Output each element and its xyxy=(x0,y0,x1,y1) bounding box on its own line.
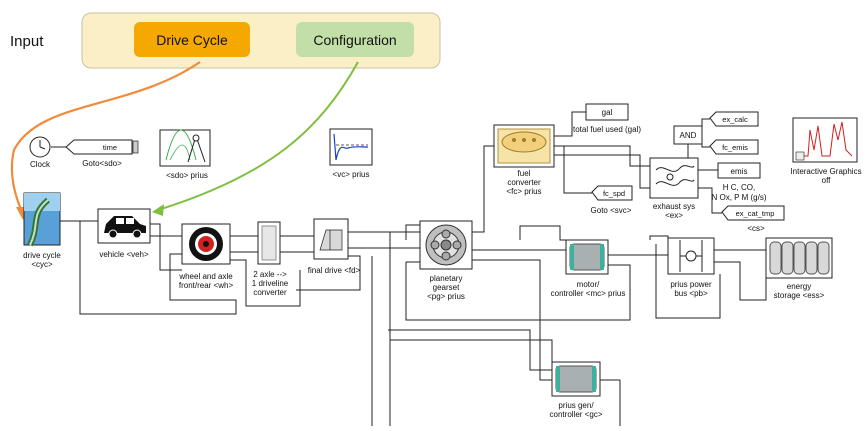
drive-cycle-arrow xyxy=(10,61,201,213)
sdo-scope-block[interactable] xyxy=(159,129,211,167)
goto-time-tag: time xyxy=(103,143,117,152)
wheel-label-2: front/rear <wh> xyxy=(179,281,234,290)
goto-sdo-label: Goto<sdo> xyxy=(82,159,122,168)
configuration-arrowhead xyxy=(152,204,164,216)
motor-label-2: controller <mc> prius xyxy=(551,289,626,298)
gal-label: gal xyxy=(602,108,613,117)
energy-label-1: energy xyxy=(787,282,811,291)
axle-label-3: converter xyxy=(253,288,287,297)
power-bus-block[interactable] xyxy=(667,237,715,275)
configuration-button-label: Configuration xyxy=(313,32,396,48)
goto-svc-label: Goto <svc> xyxy=(591,206,632,215)
fc-spd-label: fc_spd xyxy=(603,189,625,198)
final-drive-label: final drive <fd> xyxy=(308,266,361,275)
ex-calc-label: ex_calc xyxy=(722,115,748,124)
exhaust-label-2: <ex> xyxy=(665,211,683,220)
fc-emis-label: fc_emis xyxy=(722,143,748,152)
fuel-converter-block[interactable] xyxy=(493,124,555,168)
goto-fc-spd-block[interactable] xyxy=(591,185,633,201)
clock-block[interactable] xyxy=(29,136,51,158)
exhaust-label-1: exhaust sys xyxy=(653,202,695,211)
ex-cat-tmp-label: ex_cat_tmp xyxy=(736,209,775,218)
gearset-label-2: gearset xyxy=(433,283,460,292)
planetary-gearset-block[interactable] xyxy=(419,220,473,270)
goto-time-block[interactable] xyxy=(65,139,139,155)
interactive-label-2: off xyxy=(822,176,832,185)
vehicle-label: vehicle <veh> xyxy=(99,250,149,259)
drive-cycle-button[interactable]: Drive Cycle xyxy=(134,22,250,57)
gen-label-2: controller <gc> xyxy=(550,410,603,419)
bus-label-2: bus <pb> xyxy=(674,289,708,298)
signal-wires xyxy=(79,111,767,426)
cs-label: <cs> xyxy=(747,224,765,233)
generator-controller-block[interactable] xyxy=(551,361,601,397)
ex-cat-tmp-block[interactable] xyxy=(721,205,785,221)
axle-label-1: 2 axle --> xyxy=(253,270,287,279)
clock-label: Clock xyxy=(30,160,51,169)
exhaust-sys-block[interactable] xyxy=(649,157,699,199)
motor-label-1: motor/ xyxy=(577,280,600,289)
sdo-scope-label: <sdo> prius xyxy=(166,171,208,180)
axle-converter-block[interactable] xyxy=(257,221,281,265)
vc-scope-block[interactable] xyxy=(329,128,373,166)
input-label: Input xyxy=(10,33,44,50)
wheel-block[interactable] xyxy=(181,223,231,265)
emis-label: emis xyxy=(731,167,748,176)
final-drive-block[interactable] xyxy=(313,218,349,260)
vehicle-block[interactable] xyxy=(97,208,151,244)
drive-cycle-block[interactable] xyxy=(23,192,61,247)
fc-emis-block[interactable] xyxy=(709,139,759,155)
emis-desc-2: N Ox, P M (g/s) xyxy=(712,193,767,202)
axle-label-2: 1 driveline xyxy=(252,279,289,288)
drive-cycle-label-2: <cyc> xyxy=(31,260,53,269)
ex-calc-block[interactable] xyxy=(709,111,759,127)
vc-scope-label: <vc> prius xyxy=(333,170,370,179)
energy-label-2: storage <ess> xyxy=(774,291,825,300)
wheel-label-1: wheel and axle xyxy=(178,272,233,281)
configuration-button[interactable]: Configuration xyxy=(296,22,414,57)
configuration-arrow xyxy=(157,61,359,211)
gearset-label-3: <pg> prius xyxy=(427,292,465,301)
motor-controller-block[interactable] xyxy=(565,239,609,275)
interactive-label-1: Interactive Graphics xyxy=(790,167,861,176)
gearset-label-1: planetary xyxy=(430,274,463,283)
drive-cycle-button-label: Drive Cycle xyxy=(156,32,228,48)
fuel-label-1: fuel xyxy=(518,169,531,178)
fuel-label-3: <fc> prius xyxy=(506,187,541,196)
and-gate-label: AND xyxy=(680,131,697,140)
total-fuel-label: total fuel used (gal) xyxy=(573,125,641,134)
gen-label-1: prius gen/ xyxy=(558,401,594,410)
energy-storage-block[interactable] xyxy=(765,237,833,279)
bus-label-1: prius power xyxy=(670,280,712,289)
drive-cycle-label-1: drive cycle xyxy=(23,251,61,260)
interactive-graphics-block[interactable] xyxy=(792,117,858,163)
emis-desc-1: H C, CO, xyxy=(723,183,755,192)
fuel-label-2: converter xyxy=(507,178,541,187)
